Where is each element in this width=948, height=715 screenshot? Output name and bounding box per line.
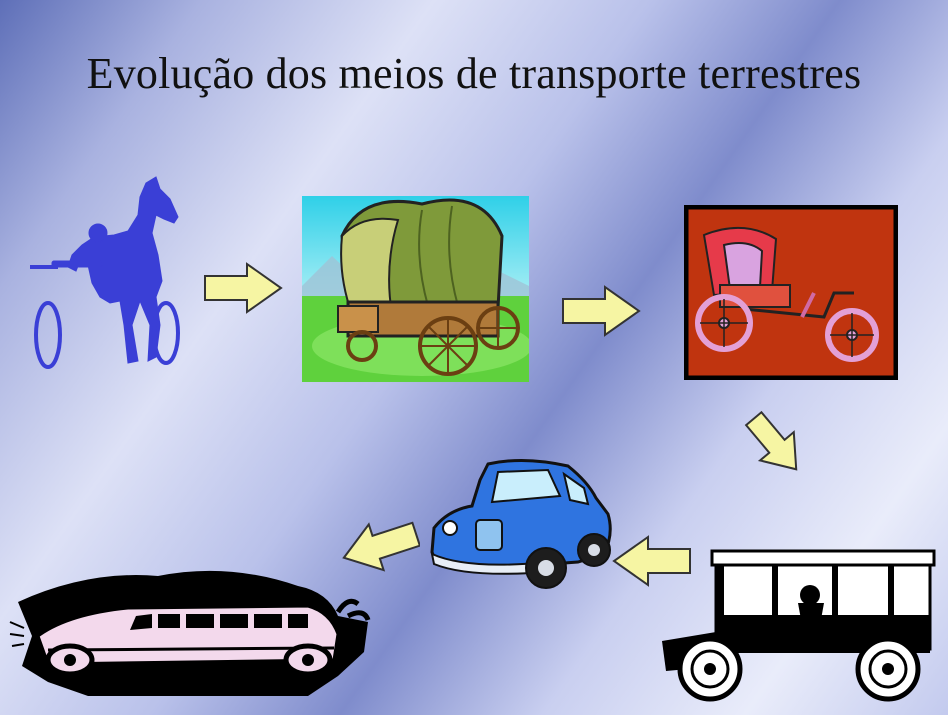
arrow-right-icon xyxy=(204,262,283,314)
limousine-icon xyxy=(9,570,371,696)
vintage-bus-icon xyxy=(662,549,936,702)
arrow-down-icon xyxy=(744,410,798,471)
horse-carriage-icon xyxy=(30,176,180,369)
slide-title: Evolução dos meios de transporte terrest… xyxy=(86,49,862,98)
blue-car-icon xyxy=(430,458,612,589)
rickshaw-icon xyxy=(684,205,898,380)
arrow-left-icon xyxy=(612,535,691,587)
covered-wagon-icon xyxy=(302,196,529,382)
arrow-left-icon xyxy=(342,521,420,572)
arrow-right-icon xyxy=(562,285,641,337)
